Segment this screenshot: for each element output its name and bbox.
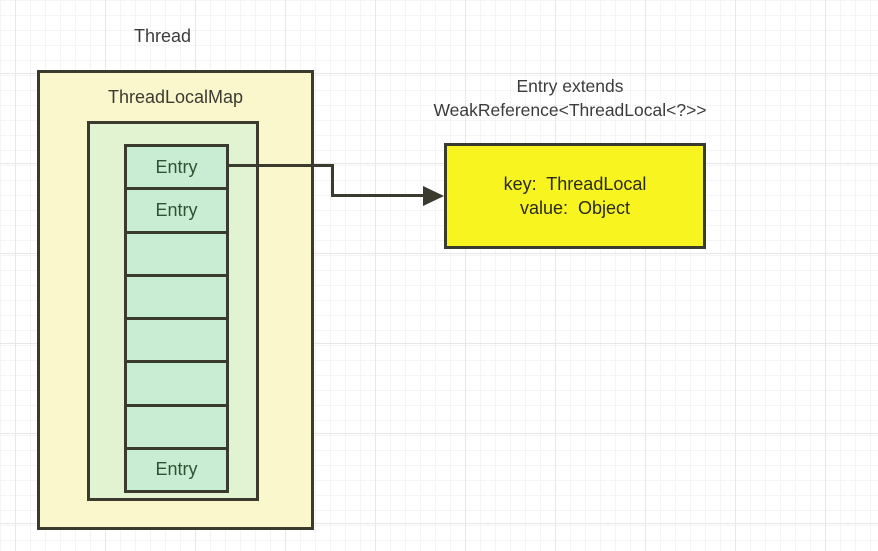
entry-cell [127,230,226,274]
entry-cell: Entry [127,446,226,490]
entry-value-text: value: Object [519,198,631,218]
entry-array-cells: Entry Entry Entry [124,144,229,493]
entry-cell: Entry [127,187,226,230]
entry-extends-note: Entry extends WeakReference<ThreadLocal<… [395,74,745,122]
entry-extends-note-line1: Entry extends [516,76,624,96]
arrow-segment-horizontal-1 [229,164,334,167]
entry-cell [127,273,226,317]
entry-detail-box: key: ThreadLocal value: Object [444,143,706,249]
entry-key-text: key: ThreadLocal [503,174,647,194]
entry-cell: Entry [155,156,198,177]
arrow-segment-vertical [331,164,334,197]
arrow-segment-horizontal-2 [331,194,424,197]
arrow-head-icon [423,186,444,206]
entry-extends-note-line2: WeakReference<ThreadLocal<?>> [433,100,707,120]
threadlocalmap-title: ThreadLocalMap [107,87,244,107]
entry-cell [127,403,226,447]
entry-cell [127,317,226,360]
entry-cell [127,360,226,403]
thread-label: Thread [134,26,192,46]
